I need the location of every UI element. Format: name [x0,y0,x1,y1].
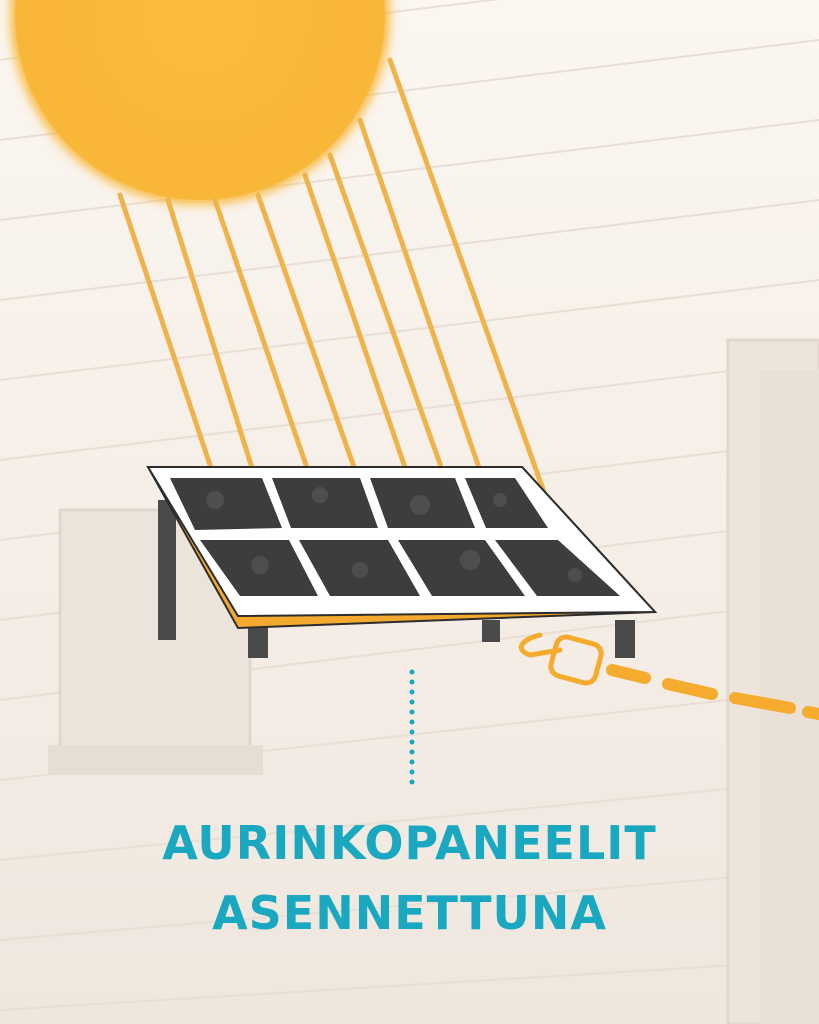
caption-line-2: ASENNETTUNA [212,886,607,940]
sun-icon [10,0,390,205]
solar-panel-icon [146,466,658,658]
window-right [726,338,819,1024]
caption-line-1: AURINKOPANEELIT [162,816,657,870]
power-cable [606,664,819,720]
plug-icon [518,632,604,686]
dotted-connector [409,669,415,785]
